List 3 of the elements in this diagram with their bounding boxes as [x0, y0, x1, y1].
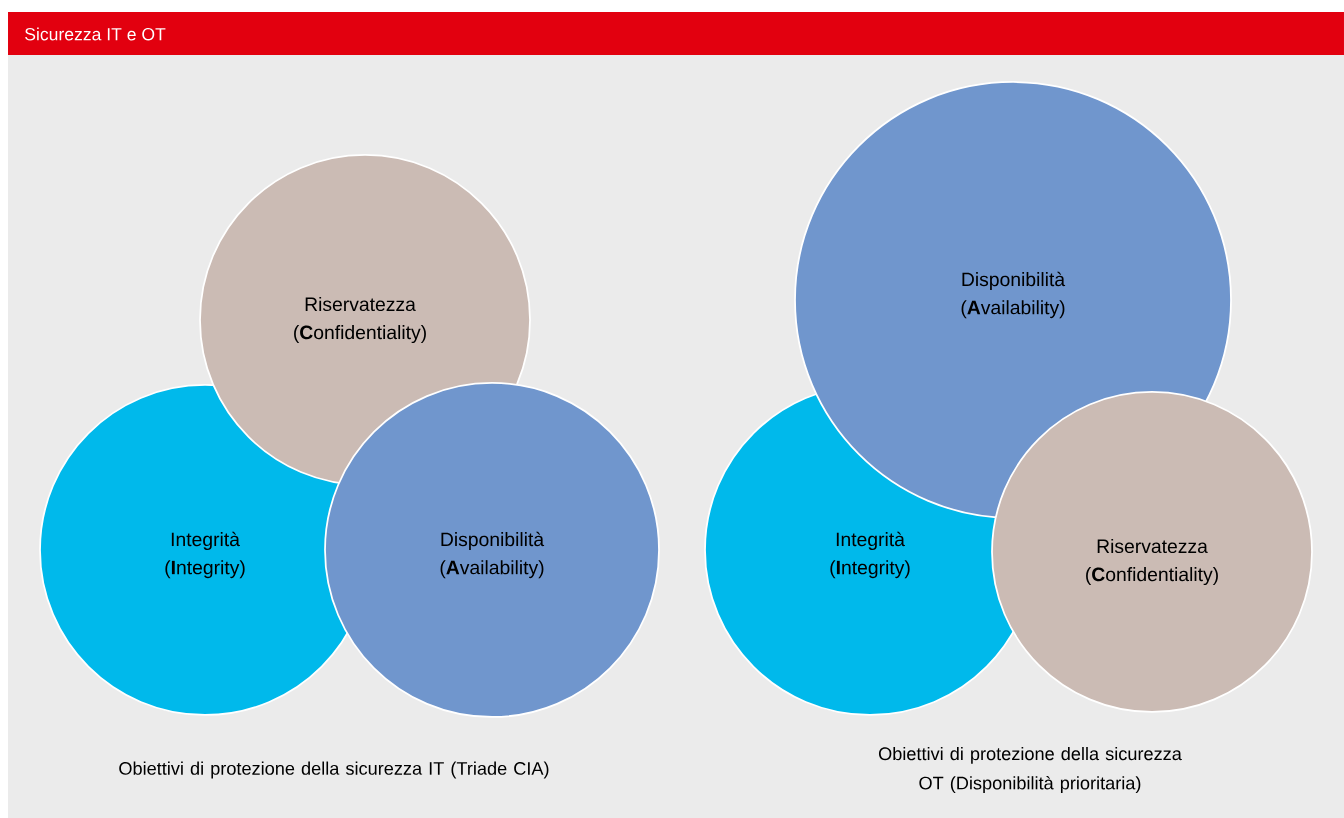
- title-bar: Sicurezza IT e OT: [8, 12, 1344, 55]
- caption: Obiettivi di protezione della sicurezza OT (Disponibilità prioritaria): [878, 746, 1182, 794]
- caption: Obiettivi di protezione della sicurezza IT (Triade CIA): [119, 761, 549, 779]
